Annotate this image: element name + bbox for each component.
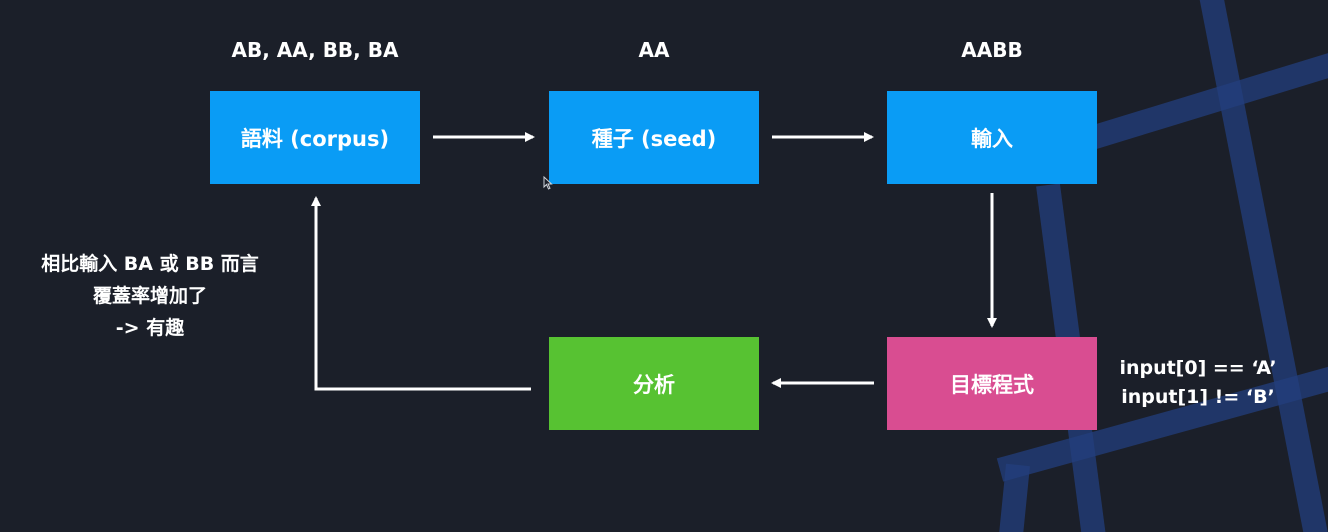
- seed-box: 種子 (seed): [549, 91, 759, 184]
- coverage-note: 相比輸入 BA 或 BB 而言 覆蓋率增加了 -> 有趣: [14, 248, 286, 344]
- condition-line-1: input[0] == ‘A’: [1119, 357, 1277, 379]
- input-value-label: AABB: [961, 38, 1023, 62]
- condition-note: input[0] == ‘A’ input[1] != ‘B’: [1112, 354, 1284, 412]
- analysis-box: 分析: [549, 337, 759, 430]
- target-program-box: 目標程式: [887, 337, 1097, 430]
- corpus-values-label: AB, AA, BB, BA: [231, 38, 399, 62]
- coverage-note-line-1: 相比輸入 BA 或 BB 而言: [41, 253, 259, 275]
- input-box: 輸入: [887, 91, 1097, 184]
- seed-value-label: AA: [638, 38, 670, 62]
- arrow-analysis-to-corpus: [311, 196, 531, 391]
- corpus-box: 語料 (corpus): [210, 91, 420, 184]
- mouse-cursor-icon: [543, 176, 553, 190]
- coverage-note-line-2: 覆蓋率增加了: [92, 285, 207, 307]
- coverage-note-line-3: -> 有趣: [115, 317, 185, 339]
- condition-line-2: input[1] != ‘B’: [1121, 386, 1275, 408]
